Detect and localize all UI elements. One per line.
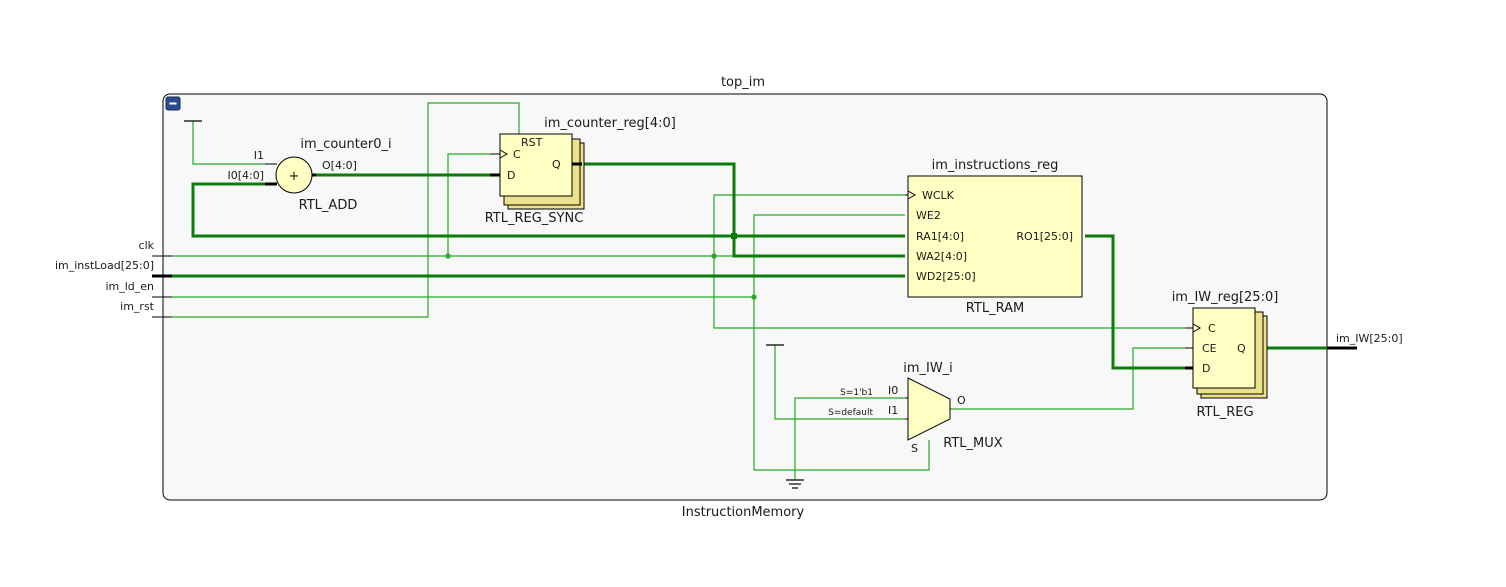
iw-register-cell[interactable]: im_IW_reg[25:0] C CE D Q RTL_REG — [1172, 290, 1279, 420]
output-port-im-iw[interactable]: im_IW[25:0] — [1327, 332, 1403, 350]
bus-junction — [731, 233, 737, 239]
wire-clk-to-counter-c[interactable] — [447, 153, 490, 256]
input-port-im-instload[interactable]: im_instLoad[25:0] — [55, 259, 172, 278]
adder-plus-icon: + — [289, 169, 300, 184]
bus-feedback[interactable] — [191, 182, 734, 238]
input-port-im-ld-en[interactable]: im_ld_en — [105, 280, 172, 298]
ram-pin-we2: WE2 — [916, 209, 941, 222]
port-label-im-rst: im_rst — [120, 300, 155, 313]
counter-pin-rst: RST — [521, 136, 543, 149]
iw-pin-c: C — [1208, 322, 1216, 335]
input-port-clk[interactable]: clk — [139, 239, 172, 257]
adder-type: RTL_ADD — [299, 198, 358, 213]
wire-mux-o-to-iwreg-ce[interactable] — [950, 347, 1185, 410]
iw-pin-d: D — [1202, 362, 1210, 375]
adder-pin-i0: I0[4:0] — [227, 169, 264, 182]
port-label-im-iw: im_IW[25:0] — [1336, 332, 1403, 345]
hierarchy-title: top_im — [721, 75, 765, 90]
port-label-im-ld-en: im_ld_en — [105, 280, 154, 293]
bus-counter-q[interactable] — [572, 162, 905, 258]
iw-register-instance-name: im_IW_reg[25:0] — [1172, 290, 1279, 305]
junction-clk-counter — [445, 253, 451, 259]
adder-instance-name: im_counter0_i — [300, 137, 391, 152]
clock-edge-icon — [499, 149, 509, 159]
mux-pin-s: S — [911, 442, 918, 455]
iw-pin-ce: CE — [1202, 342, 1217, 355]
junction-ld-en — [751, 294, 757, 300]
input-port-im-rst[interactable]: im_rst — [120, 300, 172, 318]
ram-pin-ro1: RO1[25:0] — [1016, 230, 1073, 243]
ram-clock-edge-icon — [907, 190, 917, 200]
mux-pin-o: O — [957, 394, 966, 407]
port-label-im-instload: im_instLoad[25:0] — [55, 259, 154, 272]
iw-pin-q: Q — [1237, 342, 1246, 355]
counter-pin-q: Q — [552, 158, 561, 171]
adder-pin-i1: I1 — [254, 149, 264, 162]
mux-type: RTL_MUX — [943, 436, 1003, 451]
ram-pin-wa2: WA2[4:0] — [916, 250, 967, 263]
mux-pin-i0: I0 — [888, 384, 898, 397]
ram-cell[interactable]: im_instructions_reg WCLK WE2 RA1[4:0] WA… — [905, 158, 1083, 316]
ram-type: RTL_RAM — [966, 301, 1024, 316]
wire-clk-to-iwreg-c[interactable] — [713, 256, 1185, 329]
counter-register-cell[interactable]: im_counter_reg[4:0] RST C D Q RTL_REG_SY… — [485, 116, 676, 226]
collapse-button[interactable] — [165, 96, 181, 111]
iw-register-type: RTL_REG — [1196, 405, 1253, 420]
mux-instance-name: im_IW_i — [903, 361, 953, 376]
adder-symbol-body — [275, 156, 313, 194]
adder-cell[interactable]: im_counter0_i + I1 I0[4:0] O[4:0] RTL_AD… — [227, 137, 391, 213]
iw-clock-edge-icon — [1192, 323, 1202, 333]
wire-ld-en-to-mux-s[interactable] — [753, 297, 930, 471]
wire-ld-en-to-ram-we2[interactable] — [753, 214, 905, 297]
ground-icon — [786, 479, 804, 489]
ram-pin-wd2: WD2[25:0] — [916, 270, 976, 283]
bus-ram-ro1[interactable] — [1085, 234, 1185, 370]
counter-pin-d: D — [507, 169, 515, 182]
mux-sel-value-1: S=default — [828, 408, 873, 418]
wire-ground-to-mux-i0[interactable] — [794, 397, 905, 480]
junction-clk-ram — [711, 253, 717, 259]
mux-pin-i1: I1 — [888, 404, 898, 417]
mux-sel-value-0: S=1'b1 — [840, 388, 873, 398]
counter-register-body — [499, 133, 573, 197]
wire-im-rst[interactable] — [172, 102, 520, 318]
ram-instance-name: im_instructions_reg — [932, 158, 1059, 173]
counter-type: RTL_REG_SYNC — [485, 211, 584, 226]
counter-instance-name: im_counter_reg[4:0] — [544, 116, 676, 131]
mux-cell[interactable]: im_IW_i I0 I1 S=1'b1 S=default O S RTL_M… — [828, 361, 1003, 455]
adder-pin-o: O[4:0] — [322, 159, 357, 172]
port-label-clk: clk — [139, 239, 155, 252]
ram-pin-ra1: RA1[4:0] — [916, 230, 964, 243]
wire-const-adder-i1[interactable] — [192, 121, 265, 165]
hierarchy-module-name: InstructionMemory — [682, 505, 805, 520]
wire-const-to-mux-i1[interactable] — [774, 345, 905, 420]
ram-body — [907, 175, 1083, 298]
counter-pin-c: C — [513, 148, 521, 161]
ram-pin-wclk: WCLK — [922, 189, 955, 202]
